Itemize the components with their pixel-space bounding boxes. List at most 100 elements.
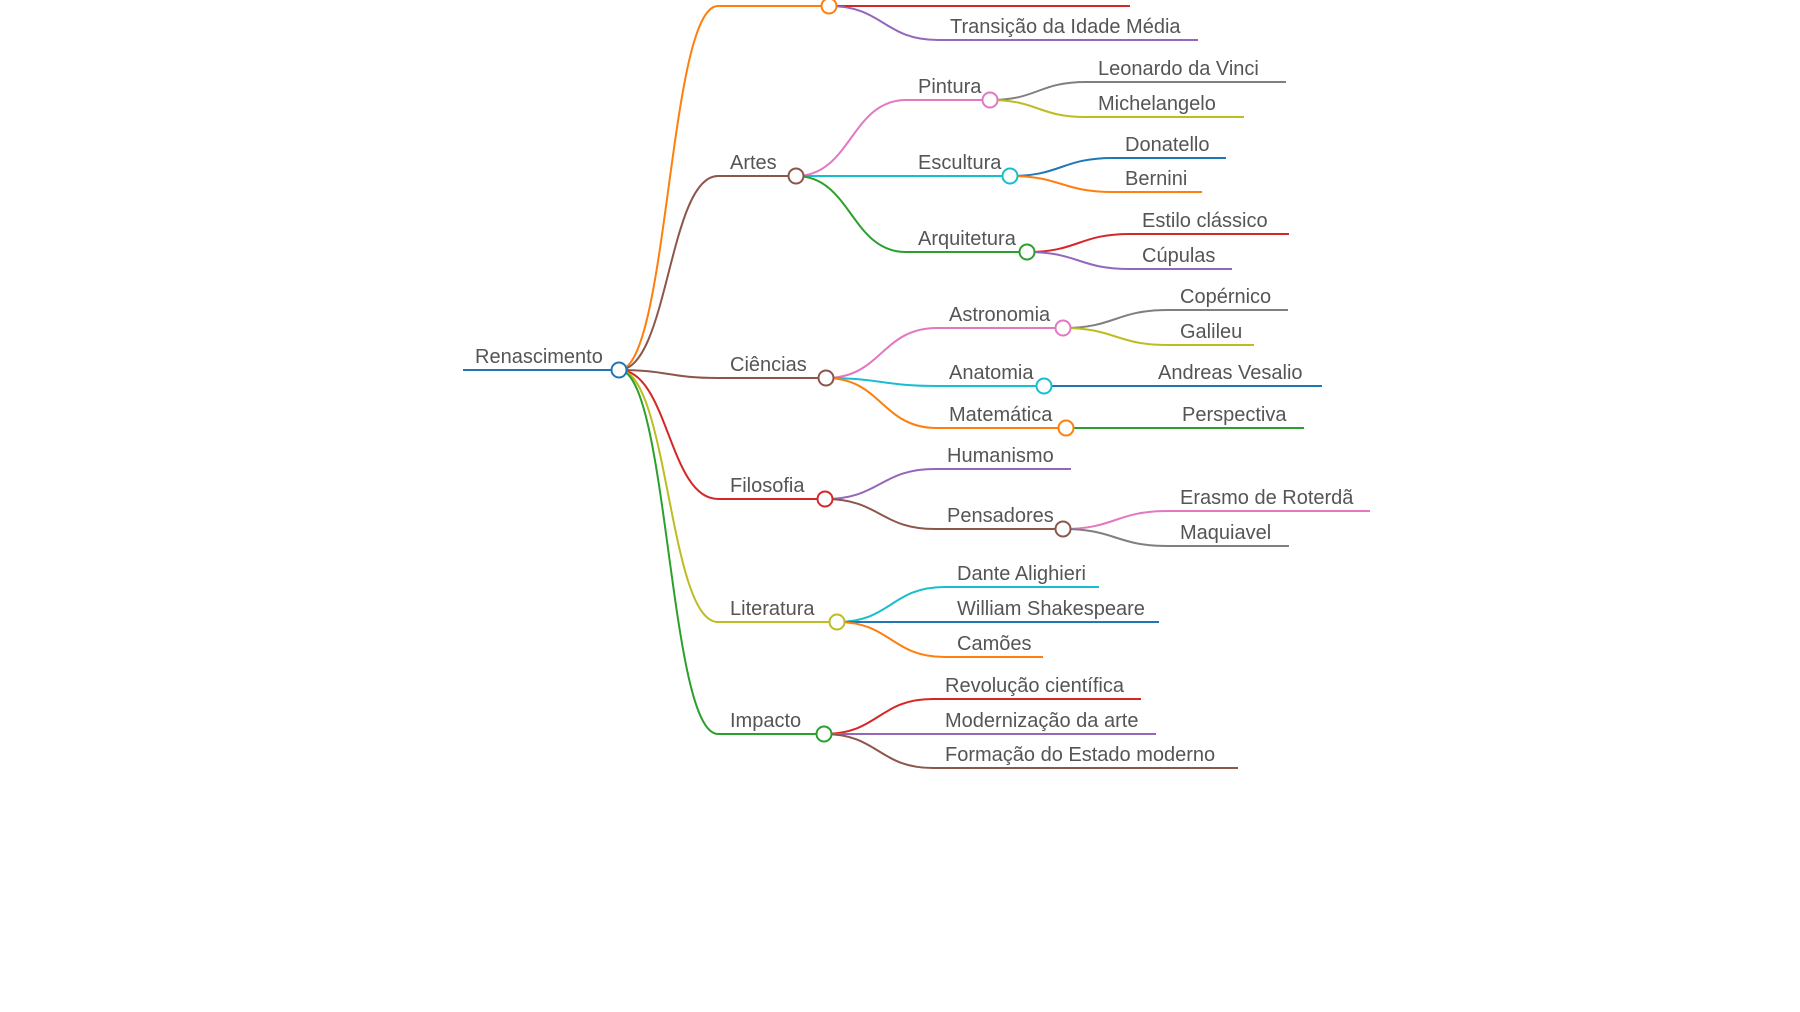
node-label: Perspectiva [1182, 404, 1287, 426]
node-literatura[interactable]: Literatura [718, 598, 846, 631]
edge-to-leonardo-da-vinci [989, 81, 1087, 101]
node-label: Arquitetura [918, 228, 1017, 250]
node-label: Revolução científica [945, 675, 1125, 697]
edge-to-formacao-do-estado-moderno [823, 733, 934, 769]
edge-to-anatomia [825, 377, 938, 387]
node-label: Literatura [730, 598, 815, 620]
edge-to-revolucao-cientifica [823, 698, 934, 735]
node-escultura[interactable]: Escultura [906, 152, 1019, 185]
node-label: Camões [957, 633, 1031, 655]
node-modernizacao-da-arte[interactable]: Modernização da arte [933, 710, 1156, 735]
node-label: Modernização da arte [945, 710, 1138, 732]
node-bernini[interactable]: Bernini [1113, 168, 1202, 193]
node-label: Anatomia [949, 362, 1034, 384]
node-label: Matemática [949, 404, 1053, 426]
nodes-layer: Renascimento Transição da Idade MédiaArte… [463, 0, 1370, 769]
node-arquitetura[interactable]: Arquitetura [906, 228, 1036, 261]
node-estilo-classico[interactable]: Estilo clássico [1130, 210, 1289, 235]
node-label: Ciências [730, 354, 807, 376]
node-renascimento[interactable]: Renascimento [463, 346, 628, 379]
collapse-toggle-icon[interactable] [981, 91, 999, 109]
node-label: Leonardo da Vinci [1098, 58, 1259, 80]
edge-to-matematica [825, 377, 938, 429]
node-pintura[interactable]: Pintura [906, 76, 999, 109]
edge-to-donatello [1009, 157, 1114, 177]
edge-to-copernico [1062, 309, 1169, 329]
node-leonardo-da-vinci[interactable]: Leonardo da Vinci [1086, 58, 1286, 83]
edge-to-arquitetura [795, 175, 907, 253]
node-dante-alighieri[interactable]: Dante Alighieri [945, 563, 1099, 588]
collapse-toggle-icon[interactable] [1018, 243, 1036, 261]
collapse-toggle-icon[interactable] [610, 361, 628, 379]
collapse-toggle-icon[interactable] [787, 167, 805, 185]
node-label: Cúpulas [1142, 245, 1215, 267]
edge-to-transicao-da-idade-media [828, 5, 939, 41]
edge-to-erasmo-de-roterda [1062, 510, 1169, 530]
collapse-toggle-icon[interactable] [816, 490, 834, 508]
node-label: Galileu [1180, 321, 1242, 343]
node-label: Renascimento [475, 346, 603, 368]
node-copernico[interactable]: Copérnico [1168, 286, 1288, 311]
node-label: Bernini [1125, 168, 1187, 190]
node-label: Maquiavel [1180, 522, 1271, 544]
edge-to-impacto [618, 369, 719, 735]
edge-to-michelangelo [989, 99, 1087, 118]
collapse-toggle-icon[interactable] [1057, 419, 1075, 437]
node-revolucao-cientifica[interactable]: Revolução científica [933, 675, 1141, 700]
edge-to-literatura [618, 369, 719, 623]
node-cupulas[interactable]: Cúpulas [1130, 245, 1232, 270]
collapse-toggle-icon[interactable] [1054, 319, 1072, 337]
node-galileu[interactable]: Galileu [1168, 321, 1254, 346]
node-transicao-da-idade-media[interactable]: Transição da Idade Média [938, 16, 1198, 41]
node-michelangelo[interactable]: Michelangelo [1086, 93, 1244, 118]
node-anatomia[interactable]: Anatomia [937, 362, 1053, 395]
node-label: Pensadores [947, 505, 1054, 527]
node-label: Transição da Idade Média [950, 16, 1181, 38]
node-humanismo[interactable]: Humanismo [935, 445, 1071, 470]
edge-to-filosofia [618, 369, 719, 500]
node-label: Erasmo de Roterdã [1180, 487, 1354, 509]
node-label: Michelangelo [1098, 93, 1216, 115]
collapse-toggle-icon[interactable] [1001, 167, 1019, 185]
collapse-toggle-icon[interactable] [1054, 520, 1072, 538]
node-label: Andreas Vesalio [1158, 362, 1303, 384]
edge-to-pintura [795, 99, 907, 177]
node-matematica[interactable]: Matemática [937, 404, 1075, 437]
edge-to-pensadores [824, 498, 936, 530]
edge-to-astronomia [825, 327, 938, 379]
node-perspectiva[interactable]: Perspectiva [1170, 404, 1304, 429]
collapse-toggle-icon[interactable] [817, 369, 835, 387]
node-maquiavel[interactable]: Maquiavel [1168, 522, 1289, 547]
node-label: Escultura [918, 152, 1002, 174]
node-root-children-0[interactable] [718, 0, 838, 15]
node-andreas-vesalio[interactable]: Andreas Vesalio [1146, 362, 1322, 387]
node-label: Filosofia [730, 475, 805, 497]
node-label: Humanismo [947, 445, 1054, 467]
node-artes[interactable]: Artes [718, 152, 805, 185]
node-pensadores[interactable]: Pensadores [935, 505, 1072, 538]
node-label: Estilo clássico [1142, 210, 1268, 232]
collapse-toggle-icon[interactable] [820, 0, 838, 15]
node-camoes[interactable]: Camões [945, 633, 1043, 658]
node-william-shakespeare[interactable]: William Shakespeare [945, 598, 1159, 623]
node-astronomia[interactable]: Astronomia [937, 304, 1072, 337]
node-donatello[interactable]: Donatello [1113, 134, 1226, 159]
collapse-toggle-icon[interactable] [1035, 377, 1053, 395]
edge-to-artes [618, 175, 719, 371]
collapse-toggle-icon[interactable] [828, 613, 846, 631]
node-erasmo-de-roterda[interactable]: Erasmo de Roterdã [1168, 487, 1370, 512]
node-label: Pintura [918, 76, 982, 98]
edge-to-humanismo [824, 468, 936, 500]
collapse-toggle-icon[interactable] [815, 725, 833, 743]
node-impacto[interactable]: Impacto [718, 710, 833, 743]
edge-to-cupulas [1026, 251, 1131, 270]
node-label: Copérnico [1180, 286, 1271, 308]
node-label: Artes [730, 152, 777, 174]
node-formacao-do-estado-moderno[interactable]: Formação do Estado moderno [933, 744, 1238, 769]
node-ciencias[interactable]: Ciências [718, 354, 835, 387]
edges-layer [618, 0, 1170, 769]
node-filosofia[interactable]: Filosofia [718, 475, 834, 508]
node-label: Astronomia [949, 304, 1051, 326]
edge-to-galileu [1062, 327, 1169, 346]
